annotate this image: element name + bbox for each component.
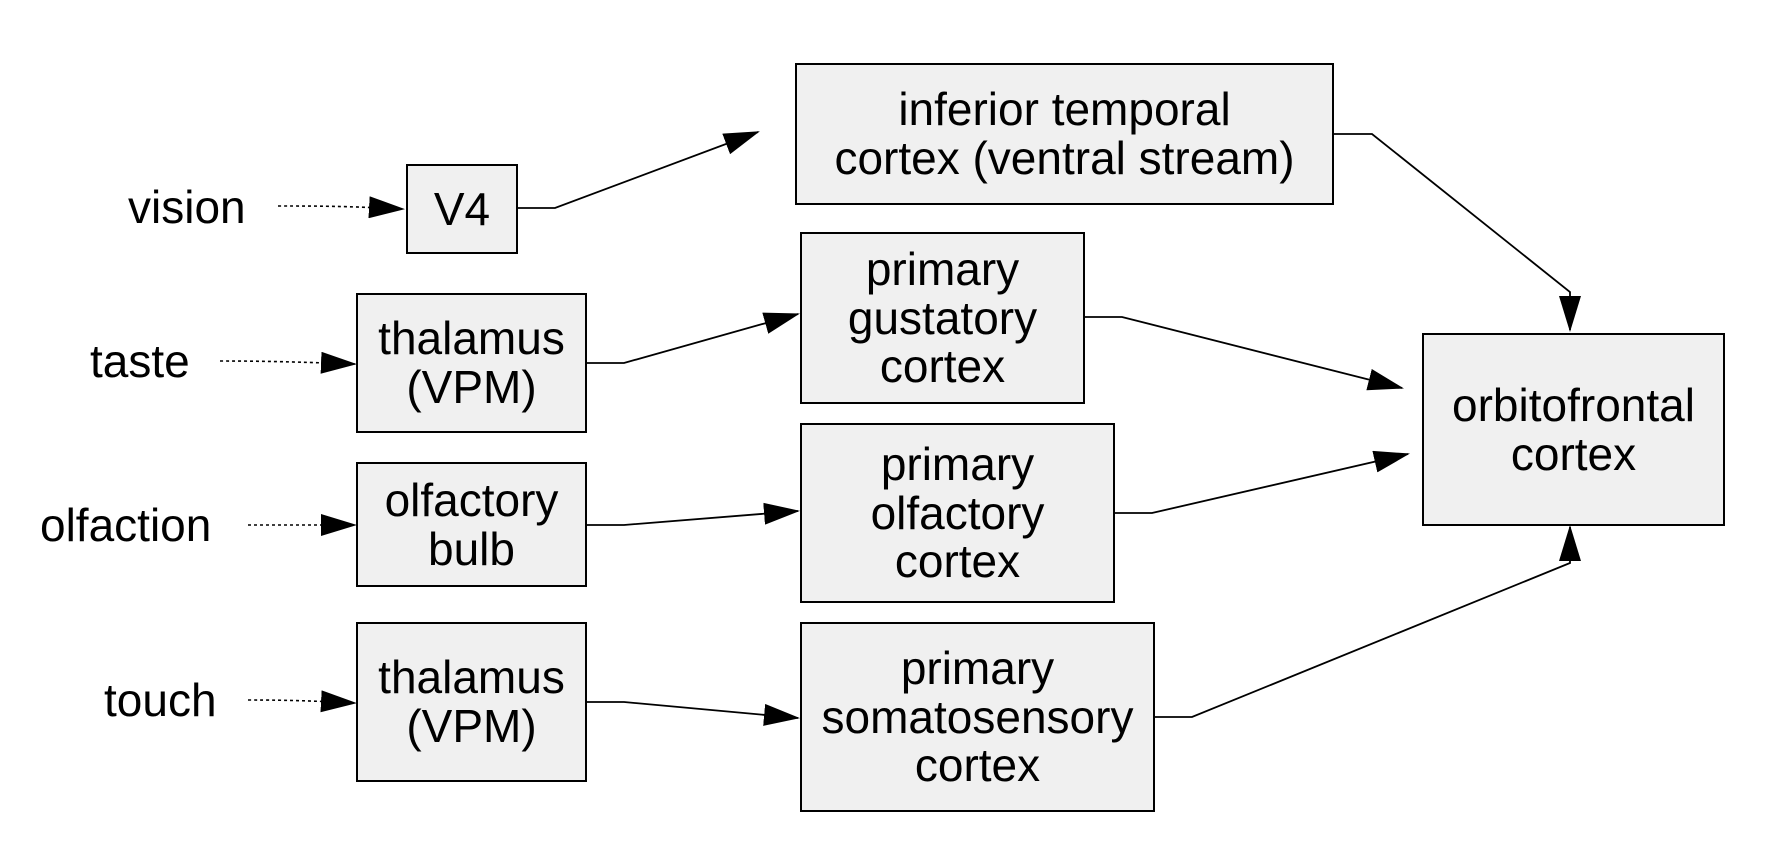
gustatory-to-orbitofrontal-arrow xyxy=(1084,316,1404,391)
box-text-line: (VPM) xyxy=(406,700,537,752)
box-text-line: somatosensory xyxy=(821,690,1134,743)
box-text-line: cortex (ventral stream) xyxy=(834,132,1295,184)
box-text-line: thalamus xyxy=(378,312,565,365)
touch-input-arrow xyxy=(247,690,357,713)
box-text-line: cortex xyxy=(894,535,1021,588)
box-text-line: primary xyxy=(900,641,1055,694)
bulb-to-olfactory-cortex-arrow xyxy=(586,502,800,526)
inferior-temporal-to-orbitofrontal-arrow xyxy=(1333,133,1581,332)
thalamus-to-somatosensory-arrow xyxy=(586,701,800,726)
thalamus-to-gustatory-arrow xyxy=(586,312,800,364)
thalamus-vpm-taste-box: thalamus(VPM) xyxy=(356,293,587,433)
vision-label: vision xyxy=(128,181,246,233)
box-text-line: cortex xyxy=(914,739,1041,792)
vision-input-arrow xyxy=(277,196,405,219)
olfaction-label: olfaction xyxy=(40,499,212,551)
thalamus-vpm-taste-text: thalamus(VPM) xyxy=(378,314,565,412)
box-text-line: thalamus xyxy=(378,651,565,704)
box-text-line: primary xyxy=(865,242,1020,295)
box-text-line: V4 xyxy=(433,182,491,235)
taste-input-arrow xyxy=(219,351,357,374)
box-text-line: orbitofrontal xyxy=(1452,378,1695,431)
thalamus-vpm-touch-box: thalamus(VPM) xyxy=(356,622,587,782)
box-text-line: gustatory xyxy=(847,291,1038,344)
box-text-line: cortex xyxy=(1510,427,1637,480)
box-text-line: cortex xyxy=(879,340,1006,393)
touch-label: touch xyxy=(104,674,217,726)
box-text-line: inferior temporal xyxy=(898,83,1231,136)
box-text-line: olfactory xyxy=(870,486,1045,539)
thalamus-vpm-touch-text: thalamus(VPM) xyxy=(378,653,565,751)
box-text-line: bulb xyxy=(428,522,515,575)
somatosensory-to-orbitofrontal-arrow xyxy=(1154,525,1581,718)
v4-to-inferior-temporal-arrow xyxy=(517,131,760,209)
taste-label: taste xyxy=(90,335,190,387)
box-text-line: olfactory xyxy=(384,473,559,526)
box-text-line: primary xyxy=(880,437,1035,490)
v4-box: V4 xyxy=(406,164,518,254)
box-text-line: (VPM) xyxy=(406,361,537,413)
v4-text: V4 xyxy=(433,182,491,235)
olfactory-to-orbitofrontal-arrow xyxy=(1114,450,1410,514)
